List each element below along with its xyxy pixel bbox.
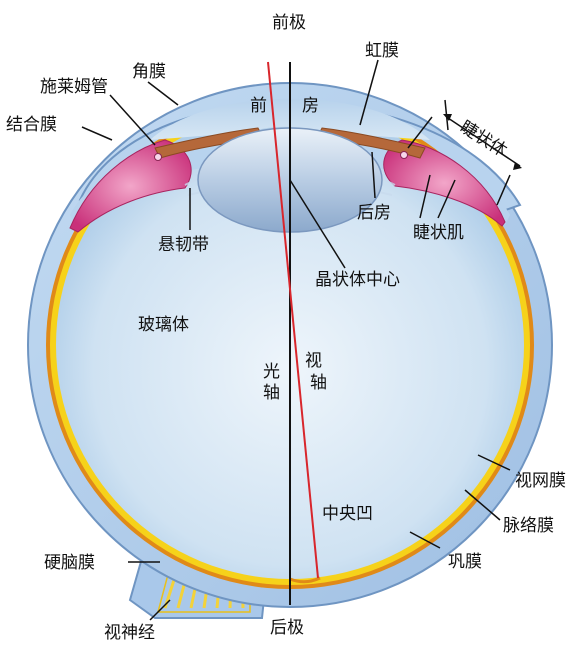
ciliary-body-right [383,139,506,227]
label-optic-nerve: 视神经 [104,623,155,643]
ciliary-span-arrow-start [443,114,452,121]
label-dura-mater: 硬脑膜 [44,553,95,573]
fovea-dip [289,576,321,584]
schlemm-canal-left [154,153,162,161]
label-anterior-chamber-right: 房 [302,96,319,116]
schlemm-canal-right [400,151,408,159]
label-choroid: 脉络膜 [503,516,554,536]
label-sclera: 巩膜 [448,552,482,572]
label-optic-axis-2: 轴 [263,383,280,403]
label-visual-axis-1: 视 [305,351,322,371]
label-anterior-pole: 前极 [272,13,306,33]
label-conjunctiva: 结合膜 [6,115,57,135]
label-vitreous-body: 玻璃体 [138,315,189,335]
label-lens-center: 晶状体中心 [315,270,400,290]
visual-axis-line [267,61,319,579]
label-ciliary-muscle: 睫状肌 [413,223,464,243]
label-cornea: 角膜 [132,62,166,82]
label-zonule: 悬韧带 [158,235,209,255]
label-schlemm-canal: 施莱姆管 [40,77,108,97]
label-fovea: 中央凹 [322,504,373,524]
label-iris: 虹膜 [365,41,399,61]
label-retina: 视网膜 [515,471,566,491]
label-visual-axis-2: 轴 [310,373,327,393]
label-posterior-chamber: 后房 [357,203,391,223]
label-optic-axis-1: 光 [263,362,280,382]
label-anterior-chamber-left: 前 [250,96,267,116]
ciliary-span-arrow-end [513,162,522,170]
ciliary-body-left [69,139,192,233]
label-posterior-pole: 后极 [270,618,304,638]
